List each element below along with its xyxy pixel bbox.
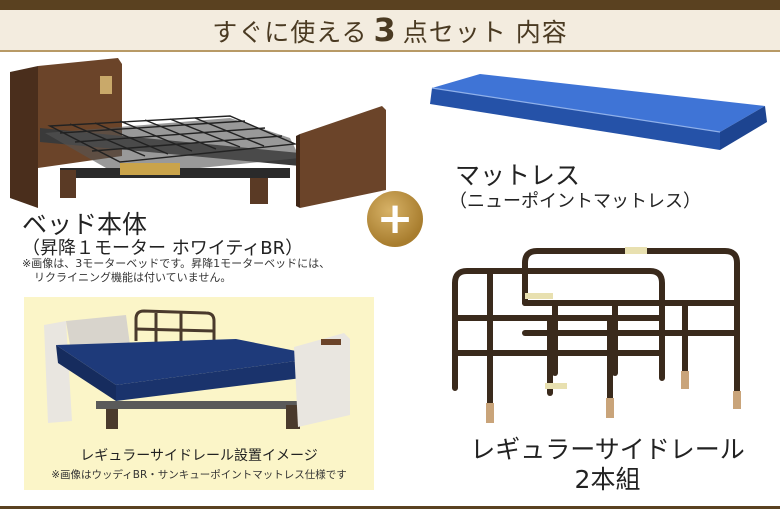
installation-photo — [44, 309, 350, 429]
side-rail-image — [452, 247, 741, 423]
mattress-subtitle: （ニューポイントマットレス） — [449, 191, 701, 212]
side-rail-title-line2: 2本組 — [574, 465, 641, 494]
mattress-title: マットレス — [455, 161, 581, 190]
side-rail-title: レギュラーサイドレール 2本組 — [440, 435, 775, 495]
bed-note-line2: リクライニング機能は付いていません。 — [34, 271, 232, 284]
top-border — [0, 0, 780, 10]
title-prefix: すぐに使える — [212, 18, 368, 47]
installation-image-panel: レギュラーサイドレール設置イメージ ※画像はウッディBR・サンキューポイントマッ… — [24, 297, 374, 490]
installation-note: ※画像はウッディBR・サンキューポイントマットレス仕様です — [51, 469, 347, 481]
bed-subtitle: （昇降１モーター ホワイティBR） — [22, 238, 304, 259]
side-rail-title-line1: レギュラーサイドレール — [470, 435, 745, 464]
bed-note: ※画像は、3モーターベッドです。昇降1モーターベッドには、 リクライニング機能は… — [22, 257, 330, 285]
plus-icon: + — [367, 191, 423, 247]
installation-caption: レギュラーサイドレール設置イメージ — [80, 448, 318, 464]
bottom-border — [0, 506, 780, 509]
mattress-image — [430, 74, 767, 150]
title-suffix: 点セット 内容 — [402, 18, 568, 47]
bed-title: ベッド本体 — [22, 210, 148, 239]
title-number: 3 — [373, 11, 397, 49]
bed-image — [10, 58, 386, 208]
bed-note-line1: ※画像は、3モーターベッドです。昇降1モーターベッドには、 — [22, 257, 331, 270]
